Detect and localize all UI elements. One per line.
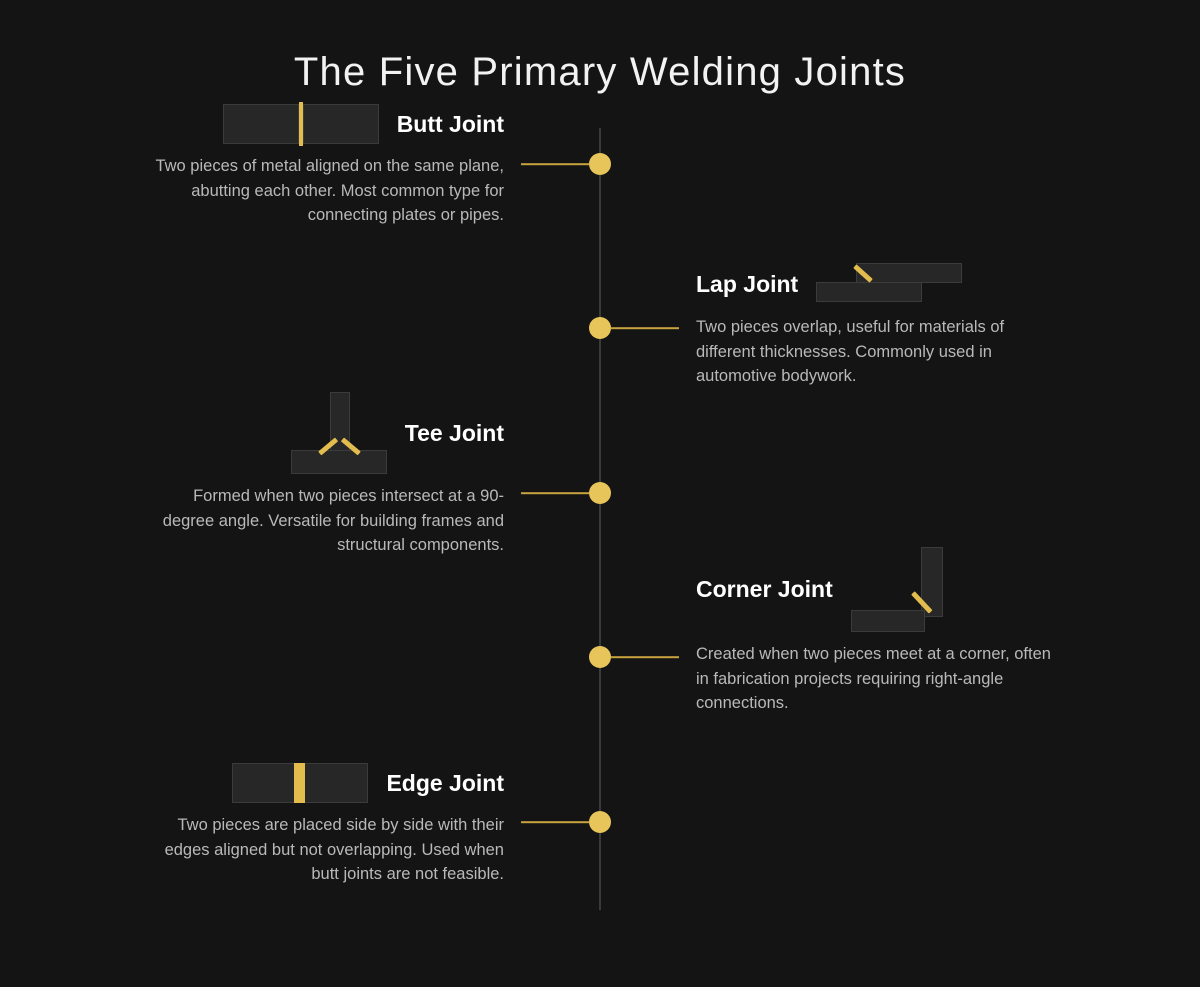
joint-entry-edge-joint: Edge Joint Two pieces are placed side by… — [150, 763, 504, 887]
joint-title: Tee Joint — [404, 419, 504, 446]
joint-title: Corner Joint — [696, 576, 833, 602]
joint-description: Two pieces of metal aligned on the same … — [155, 157, 504, 224]
timeline-connector-lap-joint — [611, 327, 679, 329]
plate-horizontal — [290, 450, 387, 474]
page-title: The Five Primary Welding Joints — [293, 50, 907, 94]
tee-joint-diagram — [290, 392, 387, 474]
joint-title: Edge Joint — [386, 769, 504, 796]
lap-joint-diagram — [816, 263, 963, 305]
timeline-connector-edge-joint — [521, 821, 589, 823]
timeline-connector-butt-joint — [521, 163, 589, 165]
joint-entry-corner-joint: Corner Joint Created when two pieces mee… — [696, 547, 1056, 716]
timeline-node-tee-joint[interactable] — [589, 482, 611, 504]
plate-left — [222, 104, 299, 144]
joint-title: Lap Joint — [696, 270, 799, 297]
plate-bottom — [816, 282, 923, 302]
timeline-node-lap-joint[interactable] — [589, 317, 611, 339]
plate-right — [302, 104, 379, 144]
weld-bead-icon — [294, 763, 306, 803]
timeline-spine — [599, 128, 601, 910]
timeline-node-corner-joint[interactable] — [589, 646, 611, 668]
butt-joint-diagram — [222, 102, 379, 146]
plate-left — [232, 763, 301, 803]
plate-vertical — [920, 547, 943, 617]
joint-header: Butt Joint — [150, 102, 504, 146]
joint-description: Two pieces are placed side by side with … — [164, 816, 504, 883]
joint-header: Tee Joint — [150, 392, 504, 474]
corner-joint-diagram — [850, 547, 943, 632]
timeline-connector-corner-joint — [611, 656, 679, 658]
joint-header: Edge Joint — [150, 763, 504, 803]
plate-horizontal — [850, 610, 925, 632]
plate-right — [300, 763, 369, 803]
plate-top — [856, 263, 963, 283]
timeline-connector-tee-joint — [521, 492, 589, 494]
weld-bead-icon — [298, 102, 303, 146]
joint-header: Corner Joint — [696, 547, 1056, 632]
joint-entry-butt-joint: Butt Joint Two pieces of metal aligned o… — [150, 102, 504, 228]
joint-description: Two pieces overlap, useful for materials… — [696, 318, 1005, 385]
joint-entry-tee-joint: Tee Joint Formed when two pieces interse… — [150, 392, 504, 558]
edge-joint-diagram — [232, 763, 369, 803]
timeline-node-butt-joint[interactable] — [589, 153, 611, 175]
joint-entry-lap-joint: Lap Joint Two pieces overlap, useful for… — [696, 263, 1046, 389]
joint-title: Butt Joint — [396, 110, 504, 137]
timeline-node-edge-joint[interactable] — [589, 811, 611, 833]
joint-header: Lap Joint — [696, 263, 1046, 305]
joint-description: Created when two pieces meet at a corner… — [696, 645, 1051, 712]
joint-description: Formed when two pieces intersect at a 90… — [162, 487, 504, 554]
